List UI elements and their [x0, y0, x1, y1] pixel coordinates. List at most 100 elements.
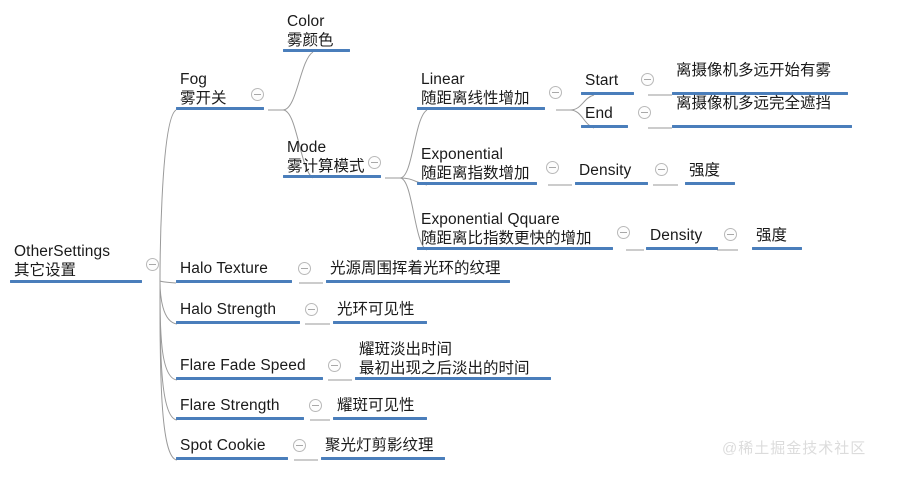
- node-flare-strength-description-cn: 耀斑可见性: [337, 397, 415, 414]
- node-exponential-square-en: Exponential Qquare: [421, 211, 560, 228]
- node-root[interactable]: OtherSettings 其它设置: [10, 243, 142, 283]
- node-spot-cookie-description[interactable]: 聚光灯剪影纹理: [321, 437, 445, 460]
- collapse-toggle-halo-texture[interactable]: [298, 262, 311, 275]
- collapse-toggle-exponential[interactable]: [546, 161, 559, 174]
- node-halo-texture-en: Halo Texture: [180, 260, 268, 277]
- collapse-toggle-exponential-square[interactable]: [617, 226, 630, 239]
- node-flare-fade-speed-en: Flare Fade Speed: [180, 357, 306, 374]
- node-halo-strength-description-underline: [333, 321, 427, 324]
- watermark: @稀土掘金技术社区: [722, 440, 867, 457]
- node-color-cn: 雾颜色: [287, 31, 334, 49]
- node-exponential-square-density-description-underline: [752, 247, 802, 250]
- node-end-description-cn: 离摄像机多远完全遮挡: [676, 95, 832, 112]
- collapse-toggle-mode[interactable]: [368, 156, 381, 169]
- node-end-en: End: [585, 105, 613, 122]
- node-flare-strength-description[interactable]: 耀斑可见性: [333, 397, 427, 420]
- node-flare-strength-description-underline: [333, 417, 427, 420]
- collapse-toggle-exponential-density[interactable]: [655, 163, 668, 176]
- collapse-toggle-root[interactable]: [146, 258, 159, 271]
- node-exponential-density-en: Density: [579, 162, 632, 179]
- node-mode-cn: 雾计算模式: [287, 157, 365, 175]
- node-exponential-density-description-underline: [685, 182, 735, 185]
- node-flare-strength[interactable]: Flare Strength: [176, 397, 304, 420]
- collapse-toggle-linear[interactable]: [549, 86, 562, 99]
- node-start[interactable]: Start: [581, 72, 634, 95]
- node-flare-fade-speed-description-underline: [355, 377, 551, 380]
- node-flare-strength-underline: [176, 417, 304, 420]
- node-exponential-density[interactable]: Density: [575, 162, 648, 185]
- node-fog-en: Fog: [180, 71, 208, 88]
- node-mode[interactable]: Mode 雾计算模式: [283, 139, 381, 178]
- node-halo-texture-description-underline: [326, 280, 510, 283]
- node-mode-underline: [283, 175, 381, 178]
- node-exponential-density-description-cn: 强度: [689, 162, 721, 179]
- node-end-description[interactable]: 离摄像机多远完全遮挡: [672, 95, 852, 128]
- node-start-description-cn: 离摄像机多远开始有雾: [676, 62, 832, 79]
- link-root-flare-fade: [159, 280, 178, 381]
- node-flare-fade-speed-description-line2: 最初出现之后淡出的时间: [359, 359, 530, 377]
- node-spot-cookie-underline: [176, 457, 288, 460]
- node-start-description-underline: [672, 92, 848, 95]
- collapse-toggle-spot-cookie[interactable]: [293, 439, 306, 452]
- collapse-toggle-flare-strength[interactable]: [309, 399, 322, 412]
- node-color-underline: [283, 49, 350, 52]
- link-root-flare-strength: [159, 280, 178, 421]
- node-halo-strength-en: Halo Strength: [180, 301, 277, 318]
- node-exponential-square-density-underline: [646, 247, 718, 250]
- link-root-halo-strength: [159, 280, 178, 325]
- node-exponential-cn: 随距离指数增加: [421, 164, 530, 182]
- node-exponential-density-underline: [575, 182, 648, 185]
- node-linear-en: Linear: [421, 71, 465, 88]
- collapse-toggle-fog[interactable]: [251, 88, 264, 101]
- collapse-toggle-end[interactable]: [638, 106, 651, 119]
- node-mode-en: Mode: [287, 139, 327, 156]
- node-start-underline: [581, 92, 634, 95]
- node-exponential-en: Exponential: [421, 146, 504, 163]
- node-halo-strength-description-cn: 光环可见性: [337, 301, 415, 318]
- node-exponential-square-density[interactable]: Density: [646, 227, 718, 250]
- node-spot-cookie[interactable]: Spot Cookie: [176, 437, 288, 460]
- node-root-en: OtherSettings: [14, 243, 111, 260]
- node-end-underline: [581, 125, 628, 128]
- node-exponential-square-density-description[interactable]: 强度: [752, 227, 802, 250]
- collapse-toggle-exponential-square-density[interactable]: [724, 228, 737, 241]
- node-fog-underline: [176, 107, 264, 110]
- node-linear-underline: [417, 107, 545, 110]
- node-flare-fade-speed-underline: [176, 377, 323, 380]
- node-flare-fade-speed[interactable]: Flare Fade Speed: [176, 357, 323, 380]
- node-exponential-square[interactable]: Exponential Qquare 随距离比指数更快的增加: [417, 211, 613, 250]
- node-exponential-density-description[interactable]: 强度: [685, 162, 735, 185]
- link-root-halo-texture: [159, 280, 177, 284]
- node-exponential-square-underline: [417, 247, 613, 250]
- link-root-spot-cookie: [159, 280, 178, 461]
- node-halo-texture-description[interactable]: 光源周围挥着光环的纹理: [326, 260, 510, 283]
- node-flare-fade-speed-description[interactable]: 耀斑淡出时间 最初出现之后淡出的时间: [355, 341, 551, 380]
- node-start-description[interactable]: 离摄像机多远开始有雾: [672, 62, 848, 95]
- node-fog[interactable]: Fog 雾开关: [176, 71, 264, 110]
- link-fog-color: [282, 51, 314, 111]
- node-flare-strength-en: Flare Strength: [180, 397, 280, 414]
- node-spot-cookie-description-cn: 聚光灯剪影纹理: [325, 437, 434, 454]
- node-root-underline: [10, 280, 142, 283]
- node-linear[interactable]: Linear 随距离线性增加: [417, 71, 545, 110]
- node-end[interactable]: End: [581, 105, 628, 128]
- node-root-cn: 其它设置: [14, 261, 77, 279]
- node-halo-texture[interactable]: Halo Texture: [176, 260, 292, 283]
- node-spot-cookie-description-underline: [321, 457, 445, 460]
- node-exponential-square-density-description-cn: 强度: [756, 227, 788, 244]
- node-color[interactable]: Color 雾颜色: [283, 13, 350, 52]
- node-exponential[interactable]: Exponential 随距离指数增加: [417, 146, 537, 185]
- node-exponential-square-density-en: Density: [650, 227, 703, 244]
- collapse-toggle-start[interactable]: [641, 73, 654, 86]
- node-halo-strength-description[interactable]: 光环可见性: [333, 301, 427, 324]
- node-linear-cn: 随距离线性增加: [421, 89, 530, 107]
- node-halo-texture-underline: [176, 280, 292, 283]
- collapse-toggle-halo-strength[interactable]: [305, 303, 318, 316]
- node-halo-strength-underline: [176, 321, 300, 324]
- node-exponential-square-cn: 随距离比指数更快的增加: [421, 229, 592, 247]
- node-spot-cookie-en: Spot Cookie: [180, 437, 266, 454]
- node-color-en: Color: [287, 13, 325, 30]
- collapse-toggle-flare-fade-speed[interactable]: [328, 359, 341, 372]
- node-halo-strength[interactable]: Halo Strength: [176, 301, 300, 324]
